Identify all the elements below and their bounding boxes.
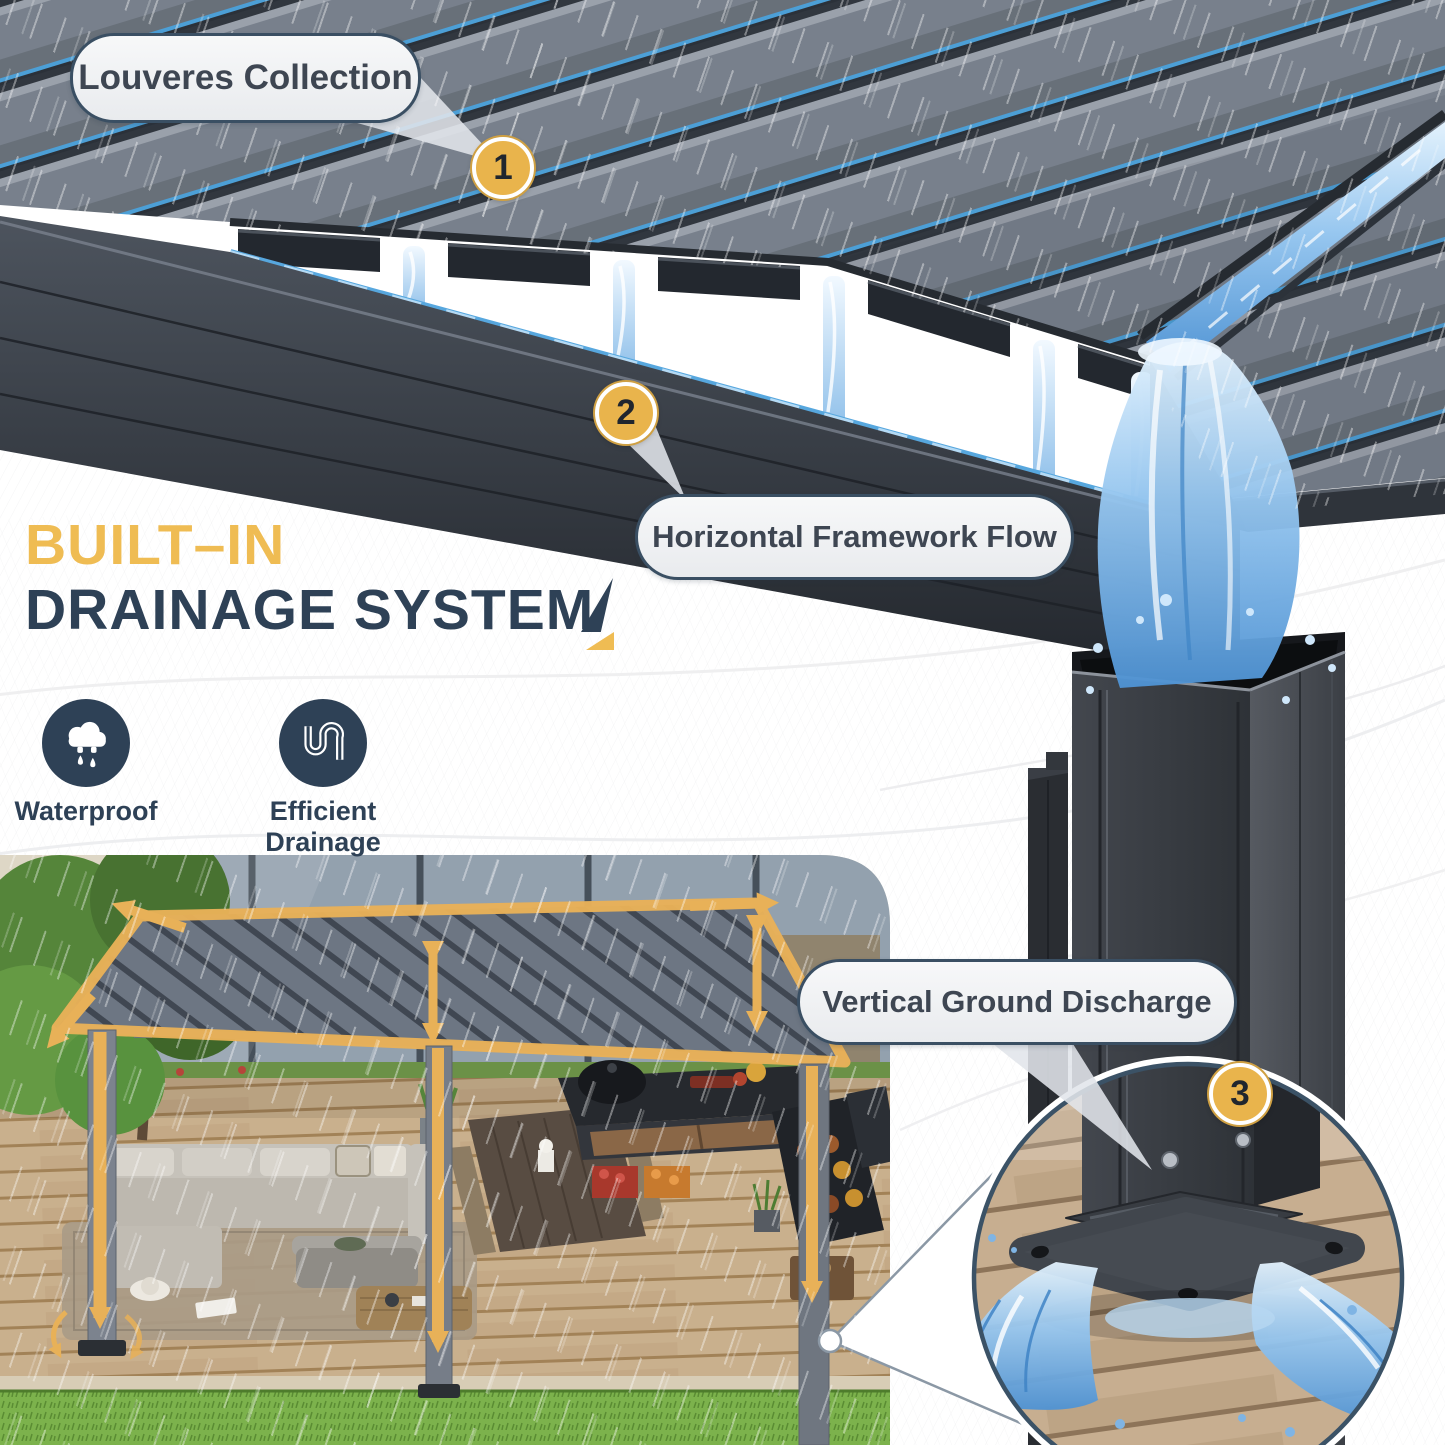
callout-horizontal-framework-flow: Horizontal Framework Flow bbox=[635, 494, 1074, 580]
rain-cloud-icon bbox=[42, 699, 130, 787]
title-line-2: DRAINAGE SYSTEM bbox=[25, 578, 595, 643]
feature-label: Waterproof bbox=[14, 796, 158, 826]
post-base-inset bbox=[966, 1056, 1410, 1445]
gutter-opening bbox=[228, 229, 1157, 516]
feature-efficient-drainage: Efficient Drainage bbox=[233, 699, 413, 858]
callout-label: Louveres Collection bbox=[78, 58, 413, 97]
step-number: 3 bbox=[1230, 1074, 1250, 1113]
cap-bevels bbox=[237, 229, 1151, 370]
inset-droplets bbox=[974, 1234, 1400, 1437]
pergola-photo bbox=[0, 855, 890, 1445]
pergola-structure bbox=[46, 892, 851, 1445]
page-title: BUILT–IN DRAINAGE SYSTEM bbox=[25, 513, 595, 643]
roof-water-channel bbox=[1137, 109, 1445, 381]
louver-end-caps bbox=[238, 229, 1150, 400]
louvered-roof bbox=[0, 0, 1445, 498]
callout-vertical-ground-discharge: Vertical Ground Discharge bbox=[797, 959, 1237, 1045]
feature-waterproof: Waterproof bbox=[6, 699, 166, 827]
water-cascade bbox=[1086, 338, 1336, 704]
step-number: 2 bbox=[616, 393, 636, 432]
step-badge-2: 2 bbox=[595, 382, 657, 444]
callout-label: Horizontal Framework Flow bbox=[652, 519, 1057, 554]
connector-dot bbox=[817, 1328, 843, 1354]
splash-droplets bbox=[1086, 594, 1336, 704]
step-badge-1: 1 bbox=[472, 137, 534, 199]
drain-pipe-icon bbox=[279, 699, 367, 787]
step-number: 1 bbox=[493, 148, 513, 187]
title-line-1: BUILT–IN bbox=[25, 513, 286, 577]
water-flow-arrows bbox=[46, 892, 779, 1049]
feature-label: Efficient Drainage bbox=[265, 796, 381, 857]
step-badge-3: 3 bbox=[1209, 1063, 1271, 1125]
callout-label: Vertical Ground Discharge bbox=[822, 984, 1212, 1019]
callout-louveres-collection: Louveres Collection bbox=[70, 33, 421, 123]
